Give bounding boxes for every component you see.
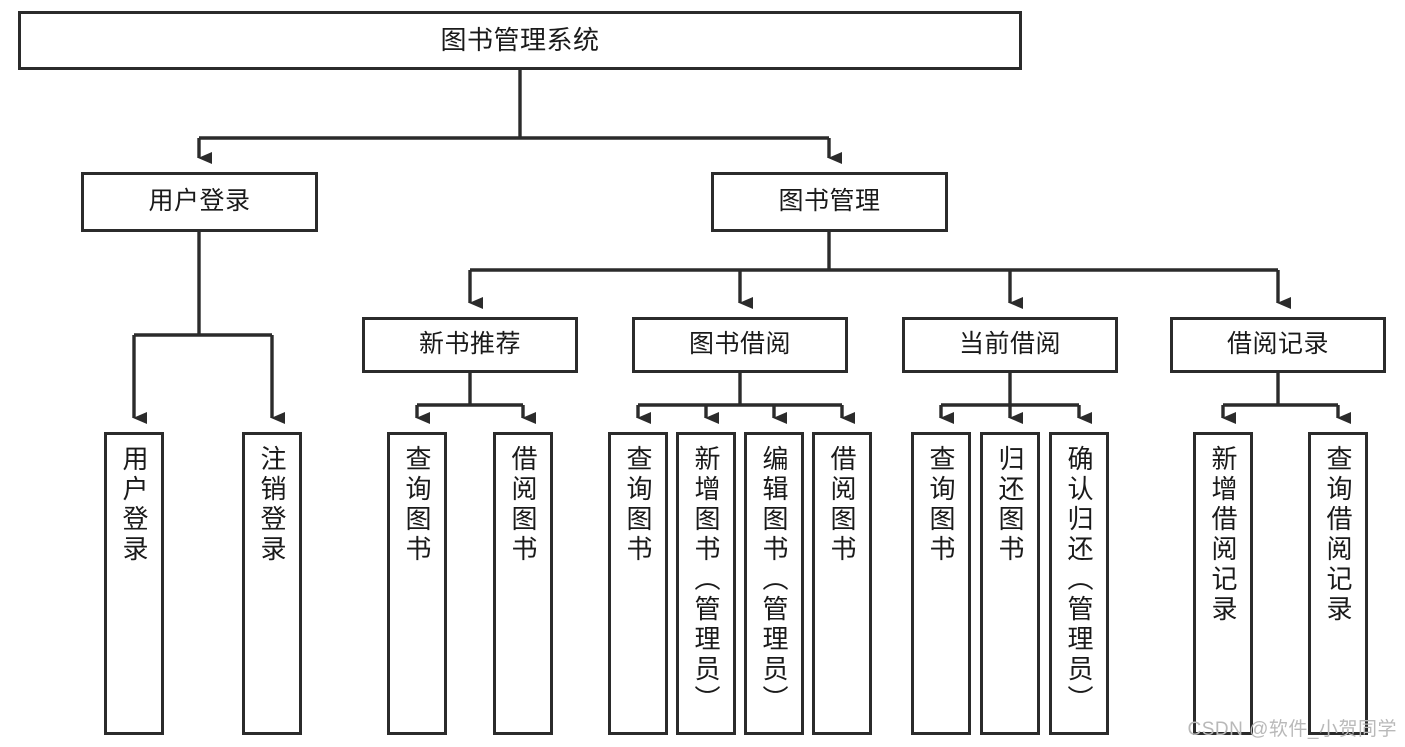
node-new-book-rec[interactable]: 新书推荐 (362, 317, 578, 373)
node-borrow-record[interactable]: 借阅记录 (1170, 317, 1386, 373)
node-leaf-user-login[interactable]: 用户登录 (104, 432, 164, 735)
node-root-label: 图书管理系统 (440, 25, 600, 56)
node-leaf-add-book-label: 新增图书（管理员） (691, 445, 721, 715)
node-leaf-query-book-2-label: 查询图书 (623, 445, 653, 565)
node-root[interactable]: 图书管理系统 (18, 11, 1022, 70)
node-leaf-query-book-3-label: 查询图书 (926, 445, 956, 565)
node-leaf-confirm-return[interactable]: 确认归还（管理员） (1049, 432, 1109, 735)
node-new-book-rec-label: 新书推荐 (418, 330, 521, 359)
node-user-login[interactable]: 用户登录 (81, 172, 318, 232)
node-current-borrow-label: 当前借阅 (958, 330, 1061, 359)
node-leaf-add-book[interactable]: 新增图书（管理员） (676, 432, 736, 735)
node-leaf-user-login-label: 用户登录 (119, 445, 149, 565)
node-leaf-query-book-3[interactable]: 查询图书 (911, 432, 971, 735)
node-leaf-add-record[interactable]: 新增借阅记录 (1193, 432, 1253, 735)
node-current-borrow[interactable]: 当前借阅 (902, 317, 1118, 373)
node-leaf-logout-login[interactable]: 注销登录 (242, 432, 302, 735)
node-borrow-record-label: 借阅记录 (1226, 330, 1329, 359)
node-leaf-borrow-book-2-label: 借阅图书 (827, 445, 857, 565)
csdn-watermark: CSDN @软件_小贺同学 (1187, 719, 1397, 740)
node-leaf-borrow-book-2[interactable]: 借阅图书 (812, 432, 872, 735)
node-leaf-query-book-2[interactable]: 查询图书 (608, 432, 668, 735)
node-leaf-confirm-return-label: 确认归还（管理员） (1064, 445, 1094, 715)
node-leaf-edit-book[interactable]: 编辑图书（管理员） (744, 432, 804, 735)
node-book-borrow[interactable]: 图书借阅 (632, 317, 848, 373)
node-leaf-query-book-1-label: 查询图书 (402, 445, 432, 565)
node-leaf-add-record-label: 新增借阅记录 (1208, 445, 1238, 625)
node-leaf-query-record-label: 查询借阅记录 (1323, 445, 1353, 625)
node-user-login-label: 用户登录 (148, 187, 251, 216)
node-leaf-return-book-label: 归还图书 (995, 445, 1025, 565)
node-book-manage-label: 图书管理 (778, 187, 881, 216)
node-leaf-borrow-book-1[interactable]: 借阅图书 (493, 432, 553, 735)
node-leaf-logout-login-label: 注销登录 (257, 445, 287, 565)
node-book-borrow-label: 图书借阅 (688, 330, 791, 359)
node-leaf-edit-book-label: 编辑图书（管理员） (759, 445, 789, 715)
node-leaf-query-record[interactable]: 查询借阅记录 (1308, 432, 1368, 735)
node-leaf-return-book[interactable]: 归还图书 (980, 432, 1040, 735)
node-leaf-borrow-book-1-label: 借阅图书 (508, 445, 538, 565)
node-book-manage[interactable]: 图书管理 (711, 172, 948, 232)
node-leaf-query-book-1[interactable]: 查询图书 (387, 432, 447, 735)
